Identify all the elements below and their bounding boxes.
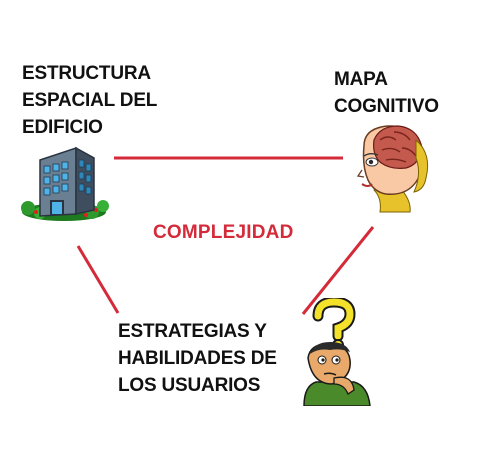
user-strategies-label: ESTRATEGIAS Y HABILIDADES DE LOS USUARIO… [118,321,277,396]
thinking-man-icon [303,298,371,406]
connector-building-strategies [76,245,120,314]
connector-map-strategies [301,226,375,315]
complexity-label: COMPLEJIDAD [153,222,294,243]
building-structure-label: ESTRUCTURA ESPACIAL DEL EDIFICIO [22,63,158,138]
cognitive-map-label: MAPA COGNITIVO [334,69,439,117]
brain-head-icon [356,125,429,213]
building-icon [21,146,109,221]
